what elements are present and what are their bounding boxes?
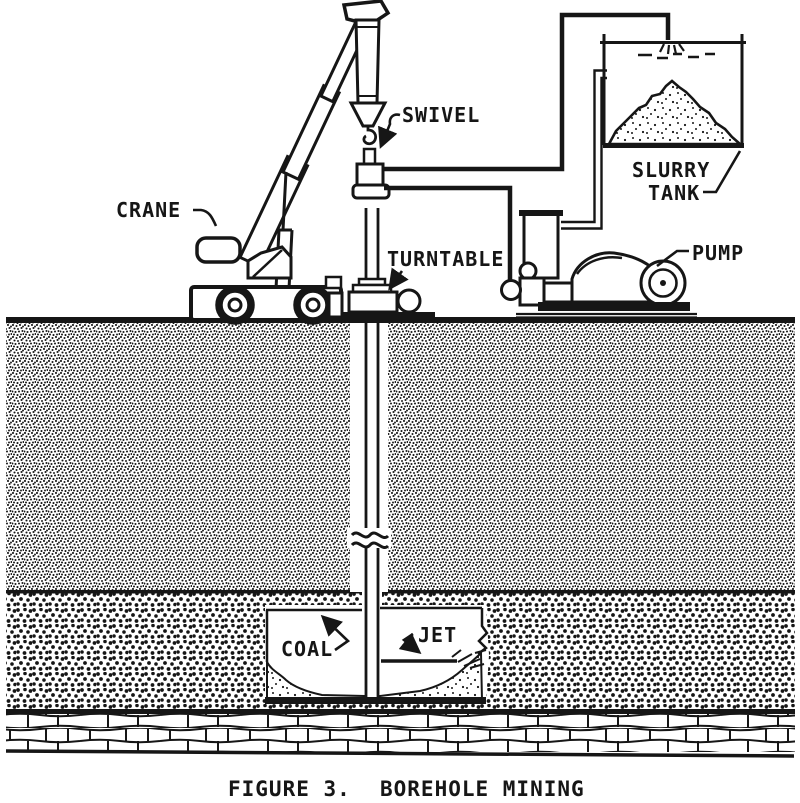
- jet-label: JET: [418, 623, 457, 647]
- rubble-pile-left: [266, 661, 365, 702]
- tank-drain-pipe: [561, 69, 607, 230]
- slurry-tank-label-line2: TANK: [648, 181, 700, 205]
- coal-leader: [320, 614, 351, 652]
- spray-ticks-icon: [659, 43, 685, 55]
- bedrock-bottom-line: [5, 749, 795, 758]
- rubble-pile-right: [379, 650, 484, 702]
- bedrock-layer: [6, 714, 795, 752]
- swivel-label: SWIVEL: [402, 103, 480, 127]
- tank-bottom: [603, 143, 744, 148]
- pump-suction-spool: [542, 281, 574, 304]
- drill-pipe-lower-fill: [367, 312, 377, 697]
- turntable-body: [347, 290, 399, 314]
- pump-standpipe-cap: [519, 210, 563, 216]
- turntable-side-box: [327, 291, 344, 319]
- slurry-tank: [600, 34, 746, 148]
- liquid-surface-dashes: [638, 52, 715, 60]
- swivel-body: [355, 162, 385, 187]
- pump-skid: [538, 302, 690, 311]
- ground-surface-line: [6, 317, 795, 323]
- pump-shaft-dot: [660, 280, 666, 286]
- jet-splash: [451, 649, 487, 669]
- drill-string-top: [348, 18, 391, 200]
- pump-skid-rails: [516, 312, 697, 319]
- pump-leader: [656, 249, 689, 268]
- coal-bedrock-boundary: [6, 709, 795, 714]
- crane-leader: [193, 208, 218, 227]
- pump: [500, 210, 697, 319]
- drill-pipe-lines: [364, 208, 380, 697]
- turntable-base: [343, 312, 435, 318]
- pump-inlet-flange: [500, 279, 522, 301]
- turntable-legs: [348, 318, 430, 323]
- figure-caption: FIGURE 3. BOREHOLE MINING: [228, 777, 585, 801]
- slurry-tank-label-line1: SLURRY: [632, 158, 710, 182]
- kelly-ticks: [357, 26, 378, 97]
- pump-inlet-box: [518, 276, 546, 307]
- crane-label: CRANE: [116, 198, 181, 222]
- turntable-leader: [388, 267, 409, 291]
- pipe-break-symbol: [350, 531, 390, 549]
- crane-cab-brace: [252, 249, 283, 278]
- coal-label: COAL: [281, 637, 333, 661]
- pump-volute-seam: [575, 256, 623, 275]
- cavity-right-wall: [477, 608, 489, 655]
- turntable-motor: [396, 288, 422, 314]
- pump-label: PUMP: [692, 241, 744, 265]
- caption-title: BOREHOLE MINING: [380, 777, 585, 801]
- crane-wheel-left-hub: [227, 297, 243, 313]
- drill-pipe-upper-fill: [367, 208, 377, 281]
- kelly-bar: [354, 18, 381, 105]
- cavity-roof-line: [266, 606, 482, 612]
- hook-icon: [362, 126, 377, 146]
- pump-feed-pipe: [384, 185, 513, 281]
- tank-walls: [602, 34, 744, 145]
- swivel-flange: [351, 183, 391, 200]
- cavity-floor-line: [265, 697, 486, 704]
- crane-boom-mid: [281, 83, 342, 182]
- drill-pipe: [347, 208, 391, 697]
- overburden-layer: [6, 323, 795, 591]
- leader-lines: [193, 113, 742, 654]
- crane-wheel-right-hub: [305, 297, 321, 313]
- slurry-supply-pipe: [382, 12, 671, 172]
- turntable: [327, 277, 435, 323]
- labels: CRANE SWIVEL SLURRY TANK TURNTABLE PUMP …: [116, 103, 744, 661]
- slurry-pile: [606, 79, 744, 146]
- crane-chassis-step: [324, 275, 343, 290]
- caption-figure-number: FIGURE 3.: [228, 777, 351, 801]
- traveling-block-funnel: [348, 101, 388, 128]
- jet-leader: [398, 632, 422, 654]
- crane-counterweight: [195, 236, 242, 264]
- overburden-coal-boundary: [6, 590, 795, 594]
- slurry-tank-leader: [703, 150, 742, 194]
- turntable-label: TURNTABLE: [387, 247, 504, 271]
- swivel-leader: [378, 113, 401, 149]
